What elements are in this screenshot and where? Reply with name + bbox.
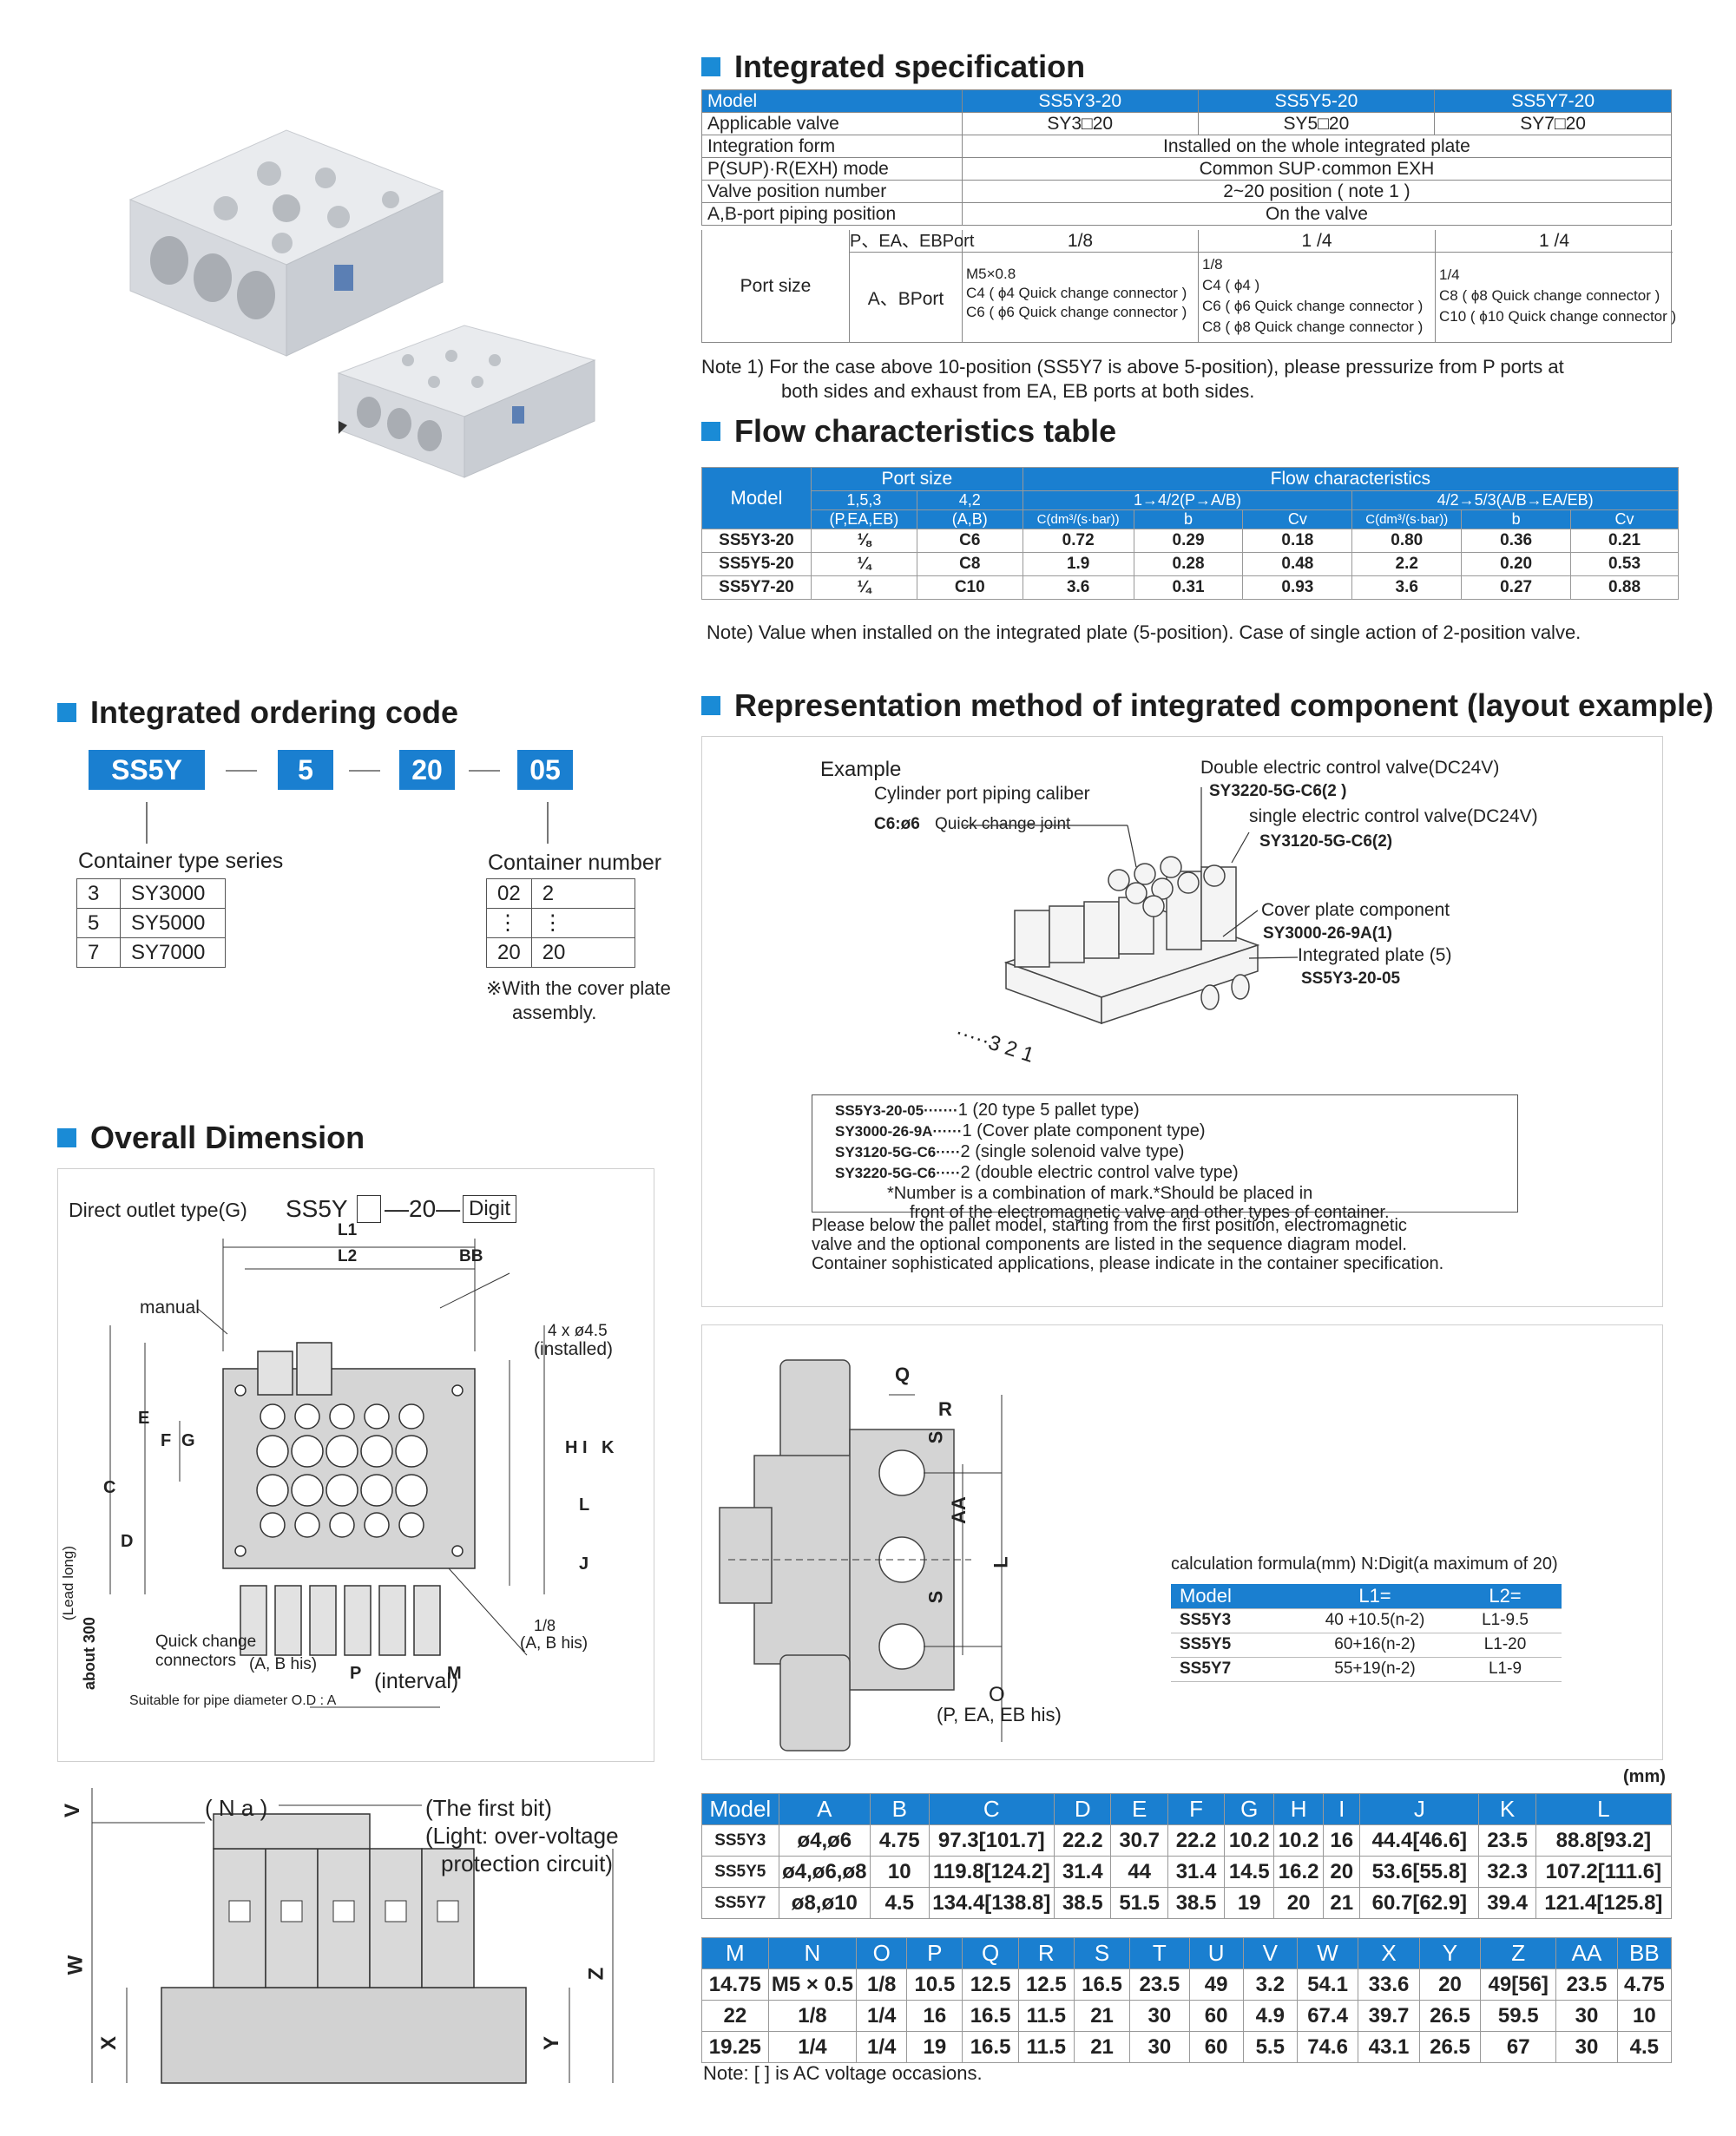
order-code-20: 20: [399, 750, 455, 790]
cover-note-b: assembly.: [512, 1002, 597, 1023]
spec-note-line1: Note 1) For the case above 10-position (…: [701, 356, 1564, 378]
dimension-letter: I: [582, 1438, 588, 1457]
component-list-item: SY3220-5G-C6·····2 (double electric cont…: [835, 1163, 1239, 1182]
code-dash: [349, 770, 380, 772]
section-bullet-icon: [701, 422, 720, 441]
dimension-letter: D: [121, 1532, 134, 1551]
spec-row: P(SUP)·R(EXH) mode Common SUP·common EXH: [701, 157, 1673, 181]
overall-dim-panel: Direct outlet type(G) SS5Y —20— Digit: [57, 1168, 654, 1762]
code-option-row: ⋮⋮: [486, 908, 636, 938]
side-view-drawing: [719, 1359, 1003, 1752]
spec-row: Integration form Installed on the whole …: [701, 135, 1673, 158]
spec-row: Applicable valve SY3□20 SY5□20 SY7□20: [701, 112, 1672, 135]
order-section-title: Integrated ordering code: [57, 694, 458, 731]
flow-table: Model Port size Flow characteristics 1,5…: [701, 467, 1680, 600]
port-size-block: Port size P、EA、EBPort 1/8 1 /4 1 /4 A、BP…: [701, 230, 1677, 343]
code-dash: [226, 770, 257, 772]
dimension-letter: L: [579, 1495, 590, 1515]
side-view-panel: Q R AA S S L O (P, EA, EB his) calculati…: [701, 1324, 1663, 1760]
series-label: Container type series: [78, 849, 284, 873]
repr-section-title: Representation method of integrated comp…: [701, 687, 1713, 724]
component-list-item: SY3000-26-9A······1 (Cover plate compone…: [835, 1121, 1206, 1140]
repr-panel: Example Cylinder port piping caliber C6:…: [701, 736, 1663, 1307]
ab-port-col2: 1/8 C4 ( ϕ4 ) C6 ( ϕ6 Quick change conne…: [1199, 253, 1436, 343]
pea-port-label: P、EA、EBPort: [850, 230, 975, 253]
repr-list-box: SS5Y3-20-05·······1 (20 type 5 pallet ty…: [812, 1094, 1518, 1222]
ab-port-col3: 1/4 C8 ( ϕ8 Quick change connector ) C10…: [1439, 266, 1677, 325]
unit-label: (mm): [1623, 1767, 1666, 1786]
section-bullet-icon: [57, 1128, 76, 1147]
section-bullet-icon: [57, 703, 76, 722]
section-bullet-icon: [701, 696, 720, 715]
component-list-item: SS5Y3-20-05·······1 (20 type 5 pallet ty…: [835, 1101, 1140, 1120]
spec-row: Valve position number 2~20 position ( no…: [701, 180, 1673, 203]
front-view-panel: ( N a ) (The first bit) (Light: over-vol…: [57, 1779, 654, 2092]
ab-port-label: A、BPort: [850, 253, 963, 343]
layout-example-drawing: [963, 787, 1299, 1025]
dimension-letter: F: [161, 1431, 172, 1450]
spec-table: Model SS5Y3-20 SS5Y5-20 SS5Y7-20 Applica…: [701, 89, 1673, 226]
dimension-letter: J: [579, 1554, 589, 1574]
spec-note-line2: both sides and exhaust from EA, EB ports…: [781, 380, 1255, 402]
spec-header-row: Model SS5Y3-20 SS5Y5-20 SS5Y7-20: [701, 89, 1672, 113]
dimension-letter: H: [565, 1438, 578, 1457]
order-code-number: 05: [517, 750, 573, 790]
number-label: Container number: [488, 851, 662, 875]
manifold-product-image: [128, 129, 596, 478]
dimension-letter: M: [447, 1664, 462, 1683]
dimension-letter: C: [103, 1478, 116, 1497]
front-view-drawing: [91, 1788, 614, 2084]
top-view-drawing: [109, 1239, 545, 1708]
leader-line: [547, 802, 549, 844]
port-size-label: Port size: [702, 230, 850, 343]
cover-note-a: ※With the cover plate: [486, 977, 671, 999]
dim-section-title: Overall Dimension: [57, 1120, 365, 1156]
code-dash: [469, 770, 500, 772]
dimension-letter: E: [138, 1409, 150, 1428]
section-bullet-icon: [701, 57, 720, 76]
digit-placeholder-box: [357, 1195, 381, 1223]
dim-note: Note: [ ] is AC voltage occasions.: [703, 2062, 983, 2084]
spec-row: A,B-port piping position On the valve: [701, 202, 1673, 226]
order-code-type: 5: [278, 750, 333, 790]
leader-line: [146, 802, 148, 844]
order-code-series: SS5Y: [89, 750, 205, 790]
dimension-letter: P: [350, 1664, 362, 1683]
ab-port-col1: M5×0.8 C4 ( ϕ4 Quick change connector ) …: [963, 253, 1199, 343]
dimension-letter: G: [181, 1431, 195, 1450]
dimension-letter: K: [602, 1438, 615, 1457]
flow-section-title: Flow characteristics table: [701, 413, 1116, 450]
flow-note: Note) Value when installed on the integr…: [707, 621, 1581, 643]
calc-title: calculation formula(mm) N:Digit(a maximu…: [1171, 1554, 1558, 1574]
spec-section-title: Integrated specification: [701, 49, 1085, 85]
component-list-item: SY3120-5G-C6·····2 (single solenoid valv…: [835, 1142, 1185, 1161]
